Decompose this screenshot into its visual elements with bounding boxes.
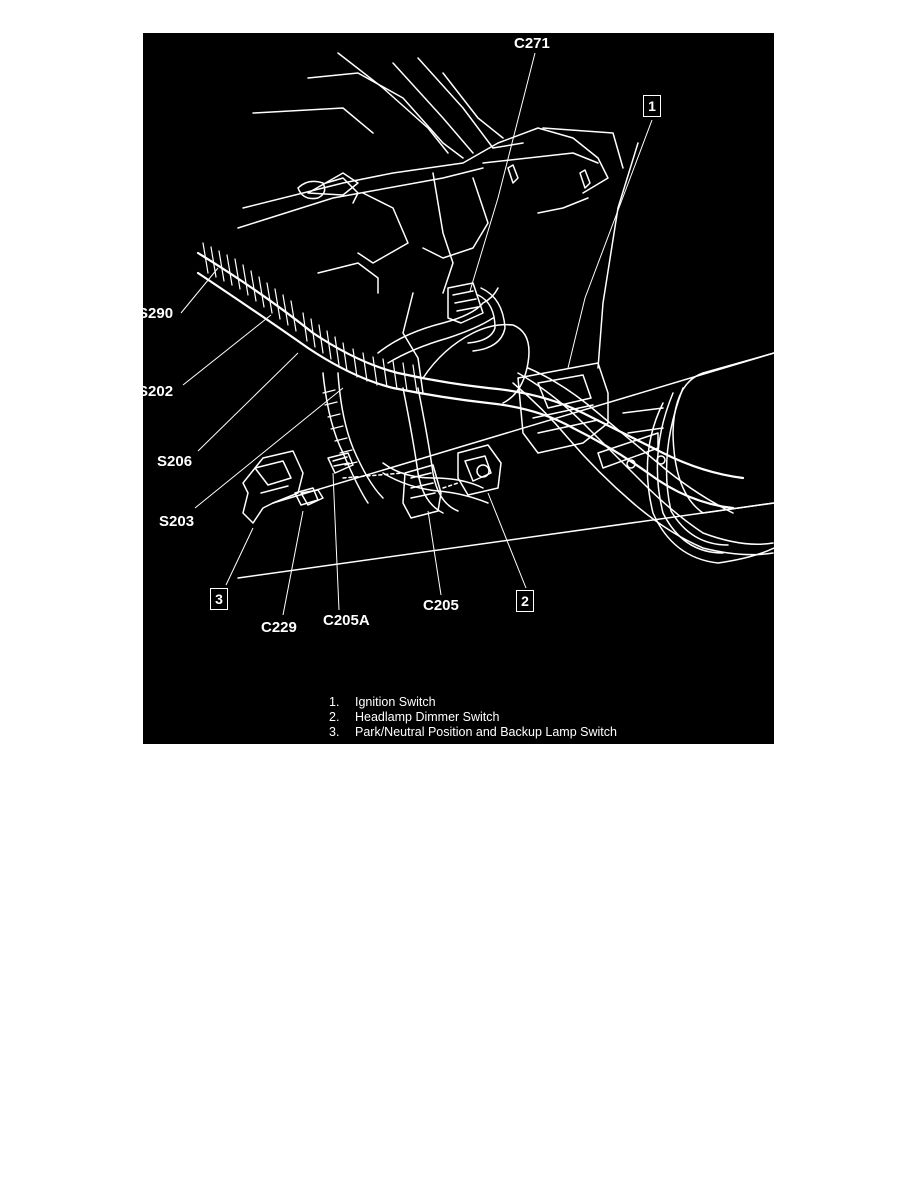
steering-column — [237, 352, 774, 579]
s202-leader — [182, 314, 272, 386]
legend-item-number: 1. — [329, 695, 340, 709]
c205-label: C205 — [423, 597, 459, 614]
c205-leader — [427, 510, 442, 596]
legend-item-text: Ignition Switch — [355, 695, 436, 709]
callout-box-1: 1 — [643, 95, 661, 117]
s290-label: S290 — [143, 305, 174, 322]
legend-item: 1. Ignition Switch — [329, 695, 617, 710]
c271-connector-drawing — [447, 282, 506, 352]
c229-c205a-connectors-drawing — [294, 452, 354, 506]
s206-leader — [197, 352, 299, 452]
legend-item-text: Park/Neutral Position and Backup Lamp Sw… — [355, 725, 617, 739]
c205-dimmer-switch-drawing — [342, 444, 502, 519]
item-2-leader — [487, 492, 527, 589]
s202-label: S202 — [143, 383, 174, 400]
s203-label: S203 — [159, 513, 195, 530]
c229-label: C229 — [261, 619, 297, 636]
callout-leader-lines — [180, 52, 653, 616]
item-3-leader — [225, 527, 254, 586]
c205a-label: C205A — [323, 612, 370, 629]
c229-leader — [282, 510, 304, 616]
dashboard-structure — [237, 52, 639, 394]
legend-item-number: 2. — [329, 710, 340, 724]
legend-item-text: Headlamp Dimmer Switch — [355, 710, 500, 724]
wiring-harness — [196, 242, 774, 556]
callout-box-2: 2 — [516, 590, 534, 612]
c271-leader — [469, 52, 536, 292]
c205a-leader — [332, 472, 340, 611]
c271-label: C271 — [514, 35, 550, 52]
legend-item-number: 3. — [329, 725, 340, 739]
legend-item: 3. Park/Neutral Position and Backup Lamp… — [329, 725, 617, 740]
wiring-diagram-figure: C271 S290 S202 S206 S203 C229 C205A C205… — [143, 33, 774, 744]
ignition-switch-drawing — [517, 362, 609, 454]
s206-label: S206 — [157, 453, 193, 470]
park-neutral-switch-drawing — [242, 450, 324, 524]
callout-box-3: 3 — [210, 588, 228, 610]
legend-item: 2. Headlamp Dimmer Switch — [329, 710, 617, 725]
s290-leader — [180, 267, 219, 314]
s203-leader — [194, 387, 344, 509]
wiring-diagram-illustration — [180, 52, 774, 616]
item-1-leader — [567, 119, 653, 369]
legend: 1. Ignition Switch 2. Headlamp Dimmer Sw… — [329, 695, 617, 740]
